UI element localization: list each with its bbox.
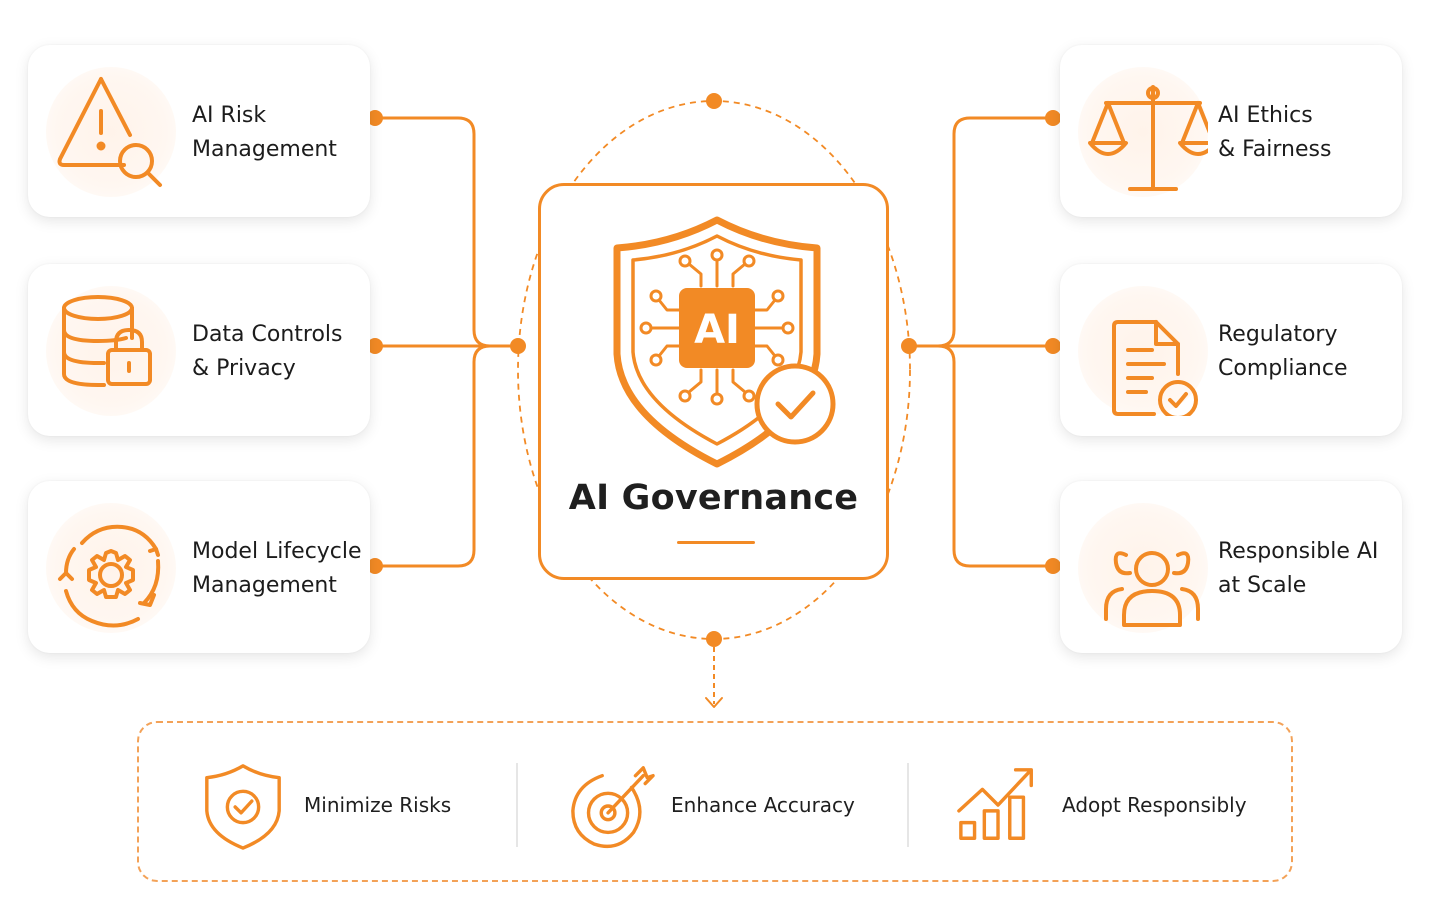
database-lock-icon	[46, 286, 176, 416]
benefits-box: Minimize Risks Enhance Accuracy Adopt Re…	[137, 721, 1293, 882]
scales-icon	[1078, 67, 1208, 197]
benefit-minimize-risks: Minimize Risks	[189, 723, 519, 884]
people-group-icon	[1078, 503, 1208, 633]
label-line2: Management	[192, 137, 337, 162]
card-label: AI Risk Management	[192, 99, 370, 167]
warning-search-icon	[46, 67, 176, 197]
label-line1: AI Risk	[192, 103, 267, 128]
ai-chip-text: AI	[694, 307, 740, 353]
ai-shield-icon: AI	[613, 216, 836, 468]
card-data-controls-privacy: Data Controls & Privacy	[28, 264, 370, 436]
card-label: Regulatory Compliance	[1218, 318, 1396, 386]
benefit-label: Minimize Risks	[304, 793, 452, 817]
card-model-lifecycle: Model Lifecycle Management	[28, 481, 370, 653]
divider	[516, 763, 518, 847]
label-line2: Compliance	[1218, 356, 1348, 381]
card-label: Model Lifecycle Management	[192, 535, 370, 603]
card-label: Responsible AI at Scale	[1218, 535, 1396, 603]
label-line1: Model Lifecycle	[192, 539, 362, 564]
divider	[907, 763, 909, 847]
label-line2: & Fairness	[1218, 137, 1332, 162]
label-line1: AI Ethics	[1218, 103, 1313, 128]
label-line2: Management	[192, 573, 337, 598]
card-label: Data Controls & Privacy	[192, 318, 370, 386]
label-line1: Responsible AI	[1218, 539, 1379, 564]
center-title: AI Governance	[568, 478, 859, 518]
label-line2: at Scale	[1218, 573, 1307, 598]
bar-chart-growth-icon	[957, 768, 1033, 840]
shield-check-icon	[205, 764, 281, 850]
document-check-icon	[1078, 286, 1208, 416]
card-ai-ethics-fairness: AI Ethics & Fairness	[1060, 45, 1402, 217]
label-line1: Data Controls	[192, 322, 343, 347]
benefit-label: Enhance Accuracy	[671, 793, 855, 817]
benefit-label: Adopt Responsibly	[1062, 793, 1247, 817]
card-ai-risk-management: AI Risk Management	[28, 45, 370, 217]
center-ai-governance-card: AI AI Governance	[538, 183, 889, 580]
target-arrow-icon	[571, 766, 655, 849]
benefit-adopt-responsibly: Adopt Responsibly	[955, 723, 1285, 884]
card-regulatory-compliance: Regulatory Compliance	[1060, 264, 1402, 436]
card-responsible-ai-at-scale: Responsible AI at Scale	[1060, 481, 1402, 653]
gear-cycle-icon	[46, 503, 176, 633]
title-underline	[677, 541, 755, 544]
label-line1: Regulatory	[1218, 322, 1338, 347]
card-label: AI Ethics & Fairness	[1218, 99, 1396, 167]
benefit-enhance-accuracy: Enhance Accuracy	[559, 723, 899, 884]
label-line2: & Privacy	[192, 356, 296, 381]
